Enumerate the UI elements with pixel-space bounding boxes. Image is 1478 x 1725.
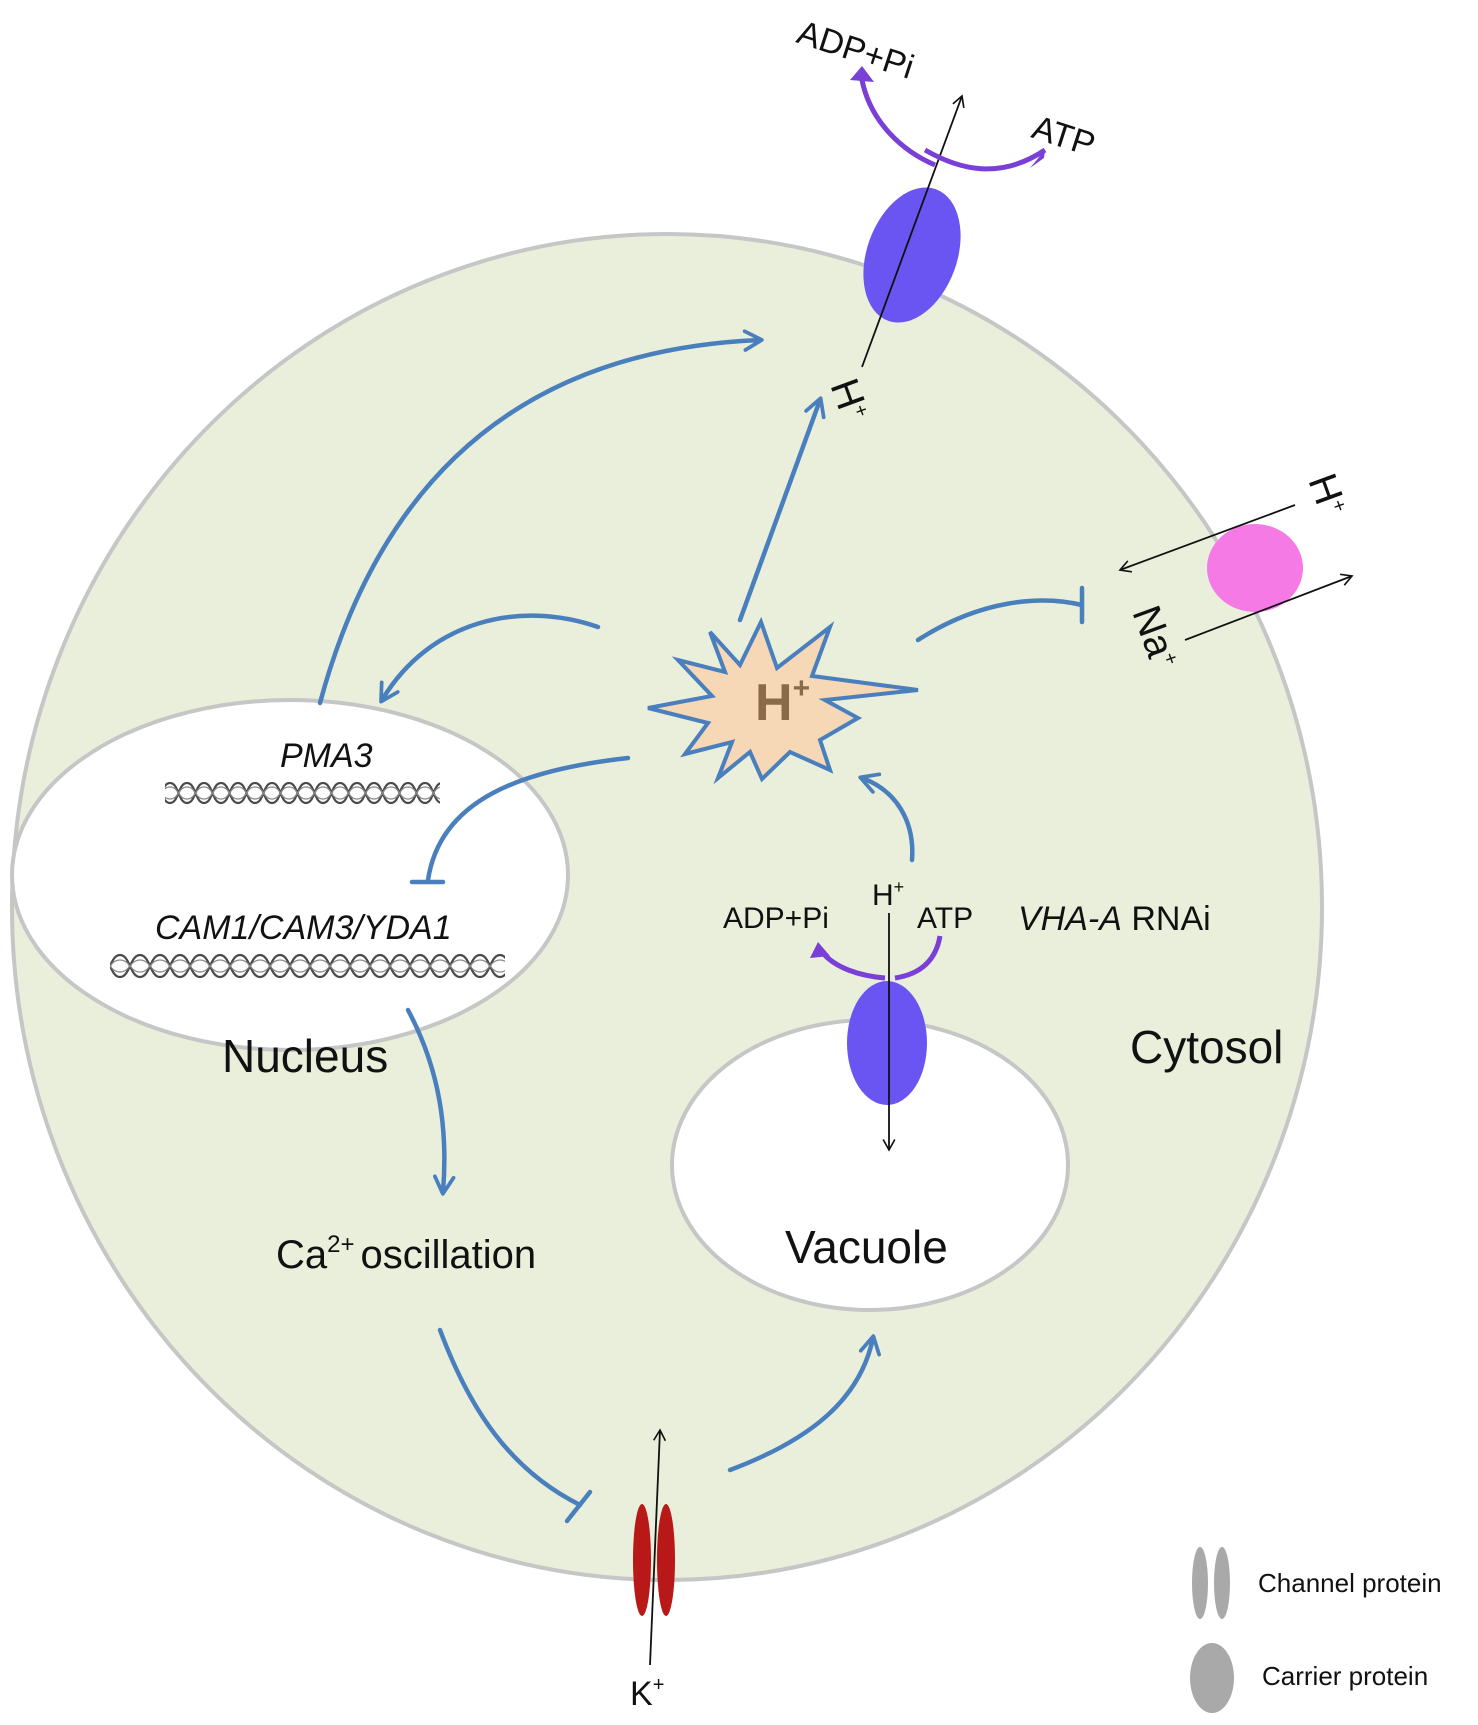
vacuolar-adp-arrowhead [810,942,830,958]
gene-pma3-label: PMA3 [280,737,373,775]
rnai-label: VHA-A RNAi [1018,900,1211,938]
gene-cam-label: CAM1/CAM3/YDA1 [155,909,452,947]
legend-carrier-label: Carrier protein [1262,1661,1428,1691]
dna-pma3 [165,782,440,808]
inhibit-burst-to-cam [425,755,631,883]
pump-adp-arrowhead [850,66,874,82]
plasma-membrane-pump [863,187,961,323]
antiporter [1207,524,1303,612]
k-influx-arrow [649,1428,667,1666]
vacuolar-atp-arc [894,935,943,981]
vacuole-label: Vacuole [785,1221,948,1273]
arrow-pma3-to-pump [317,329,764,706]
pump-atp-arc-tip [1030,150,1045,168]
vacuolar-adp-label: ADP+Pi [723,902,829,935]
pump-adp-arc [859,79,936,168]
legend-channel-label: Channel protein [1258,1568,1442,1598]
legend-channel-icon-right [1214,1547,1230,1619]
legend: Channel protein Carrier protein [1190,1547,1442,1713]
vacuolar-atp-label: ATP [917,902,973,935]
pump-atp-arc [923,147,1047,172]
antiporter-h-arrow [1118,504,1296,573]
legend-channel-icon-left [1192,1547,1208,1619]
proton-burst-label: H+ [755,672,810,732]
k-label: K+ [630,1674,664,1713]
arrow-channel-to-vacuole [727,1334,881,1473]
nucleus-label: Nucleus [222,1030,388,1082]
arrow-burst-to-pump [737,396,826,623]
arrow-burst-to-nucleus [379,613,601,704]
proton-burst [647,616,919,785]
cytosol-label: Cytosol [1130,1021,1283,1073]
k-channel-left [633,1504,651,1616]
legend-carrier-icon [1190,1643,1234,1713]
vacuolar-h-label: H+ [872,877,904,912]
pump-h-label: H+ [822,373,877,426]
dna-cam [110,953,505,981]
antiporter-h-label: H+ [1300,468,1355,521]
arrow-cam-to-calcium [405,1007,456,1196]
vacuolar-pump [847,981,927,1105]
inhibit-calcium-to-channel [437,1327,583,1508]
inhibit-bar-channel [564,1489,593,1524]
k-channel-right [657,1504,675,1616]
inhibit-burst-to-antiporter [915,598,1085,643]
pump-h-efflux-arrow [861,94,965,368]
antiporter-na-arrow [1184,573,1354,641]
calcium-oscillation-label: Ca2+oscillation [276,1231,536,1277]
arrow-vacuolar-to-burst [858,772,915,863]
